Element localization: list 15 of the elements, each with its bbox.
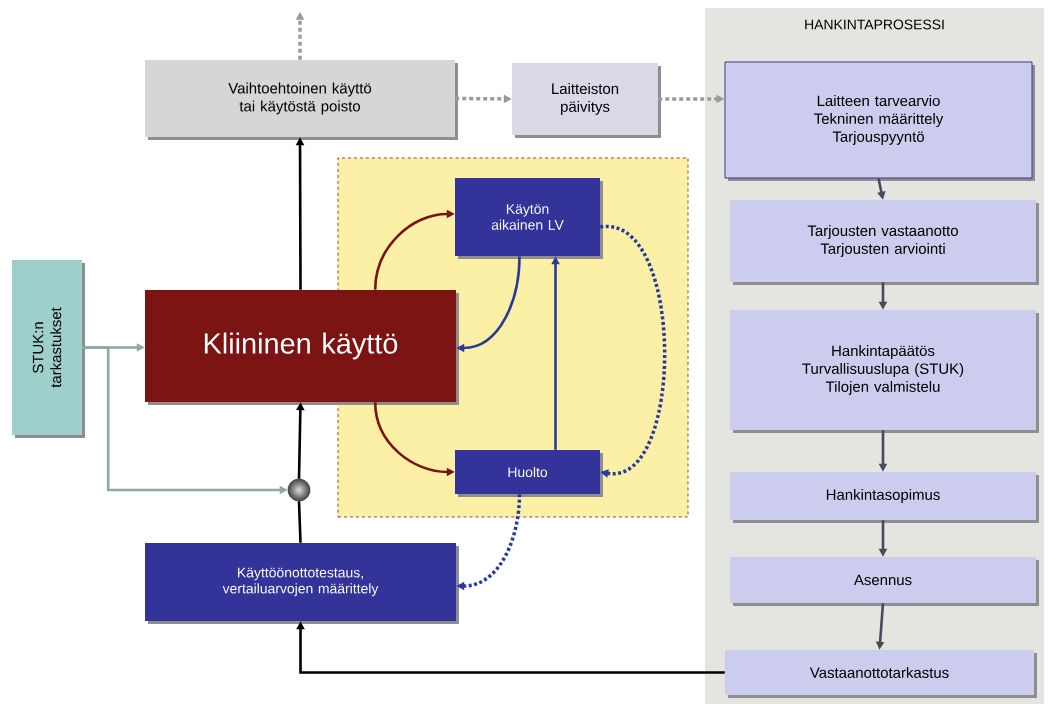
process-box: Laitteiston päivitys (512, 63, 661, 138)
process-box: Vaihtoehtoinen käyttö tai käytöstä poisto (145, 60, 458, 140)
process-box: Hankintasopimus (730, 472, 1039, 523)
process-box: Käytön aikainen LV (455, 178, 603, 259)
process-box: Kliininen käyttö (145, 290, 459, 405)
process-box: Asennus (730, 557, 1039, 606)
process-box: Hankintapäätös Turvallisuuslupa (STUK) Tilojen valmistelu (730, 310, 1039, 433)
process-box: Tarjousten vastaanotto Tarjousten arviointi (730, 200, 1039, 285)
process-box: Huolto (455, 450, 603, 497)
arrow (600, 225, 667, 478)
process-box: Käyttöönottotestaus, vertailuarvojen määrittely (145, 543, 459, 624)
process-box: Vastaanottotarkastus (725, 650, 1037, 698)
rotated-box: STUK:n tarkastukset (12, 260, 85, 438)
process-box: Laitteen tarvearvio Tekninen määrittely Tarjouspyyntö (724, 61, 1035, 181)
junction-dot (287, 478, 311, 502)
